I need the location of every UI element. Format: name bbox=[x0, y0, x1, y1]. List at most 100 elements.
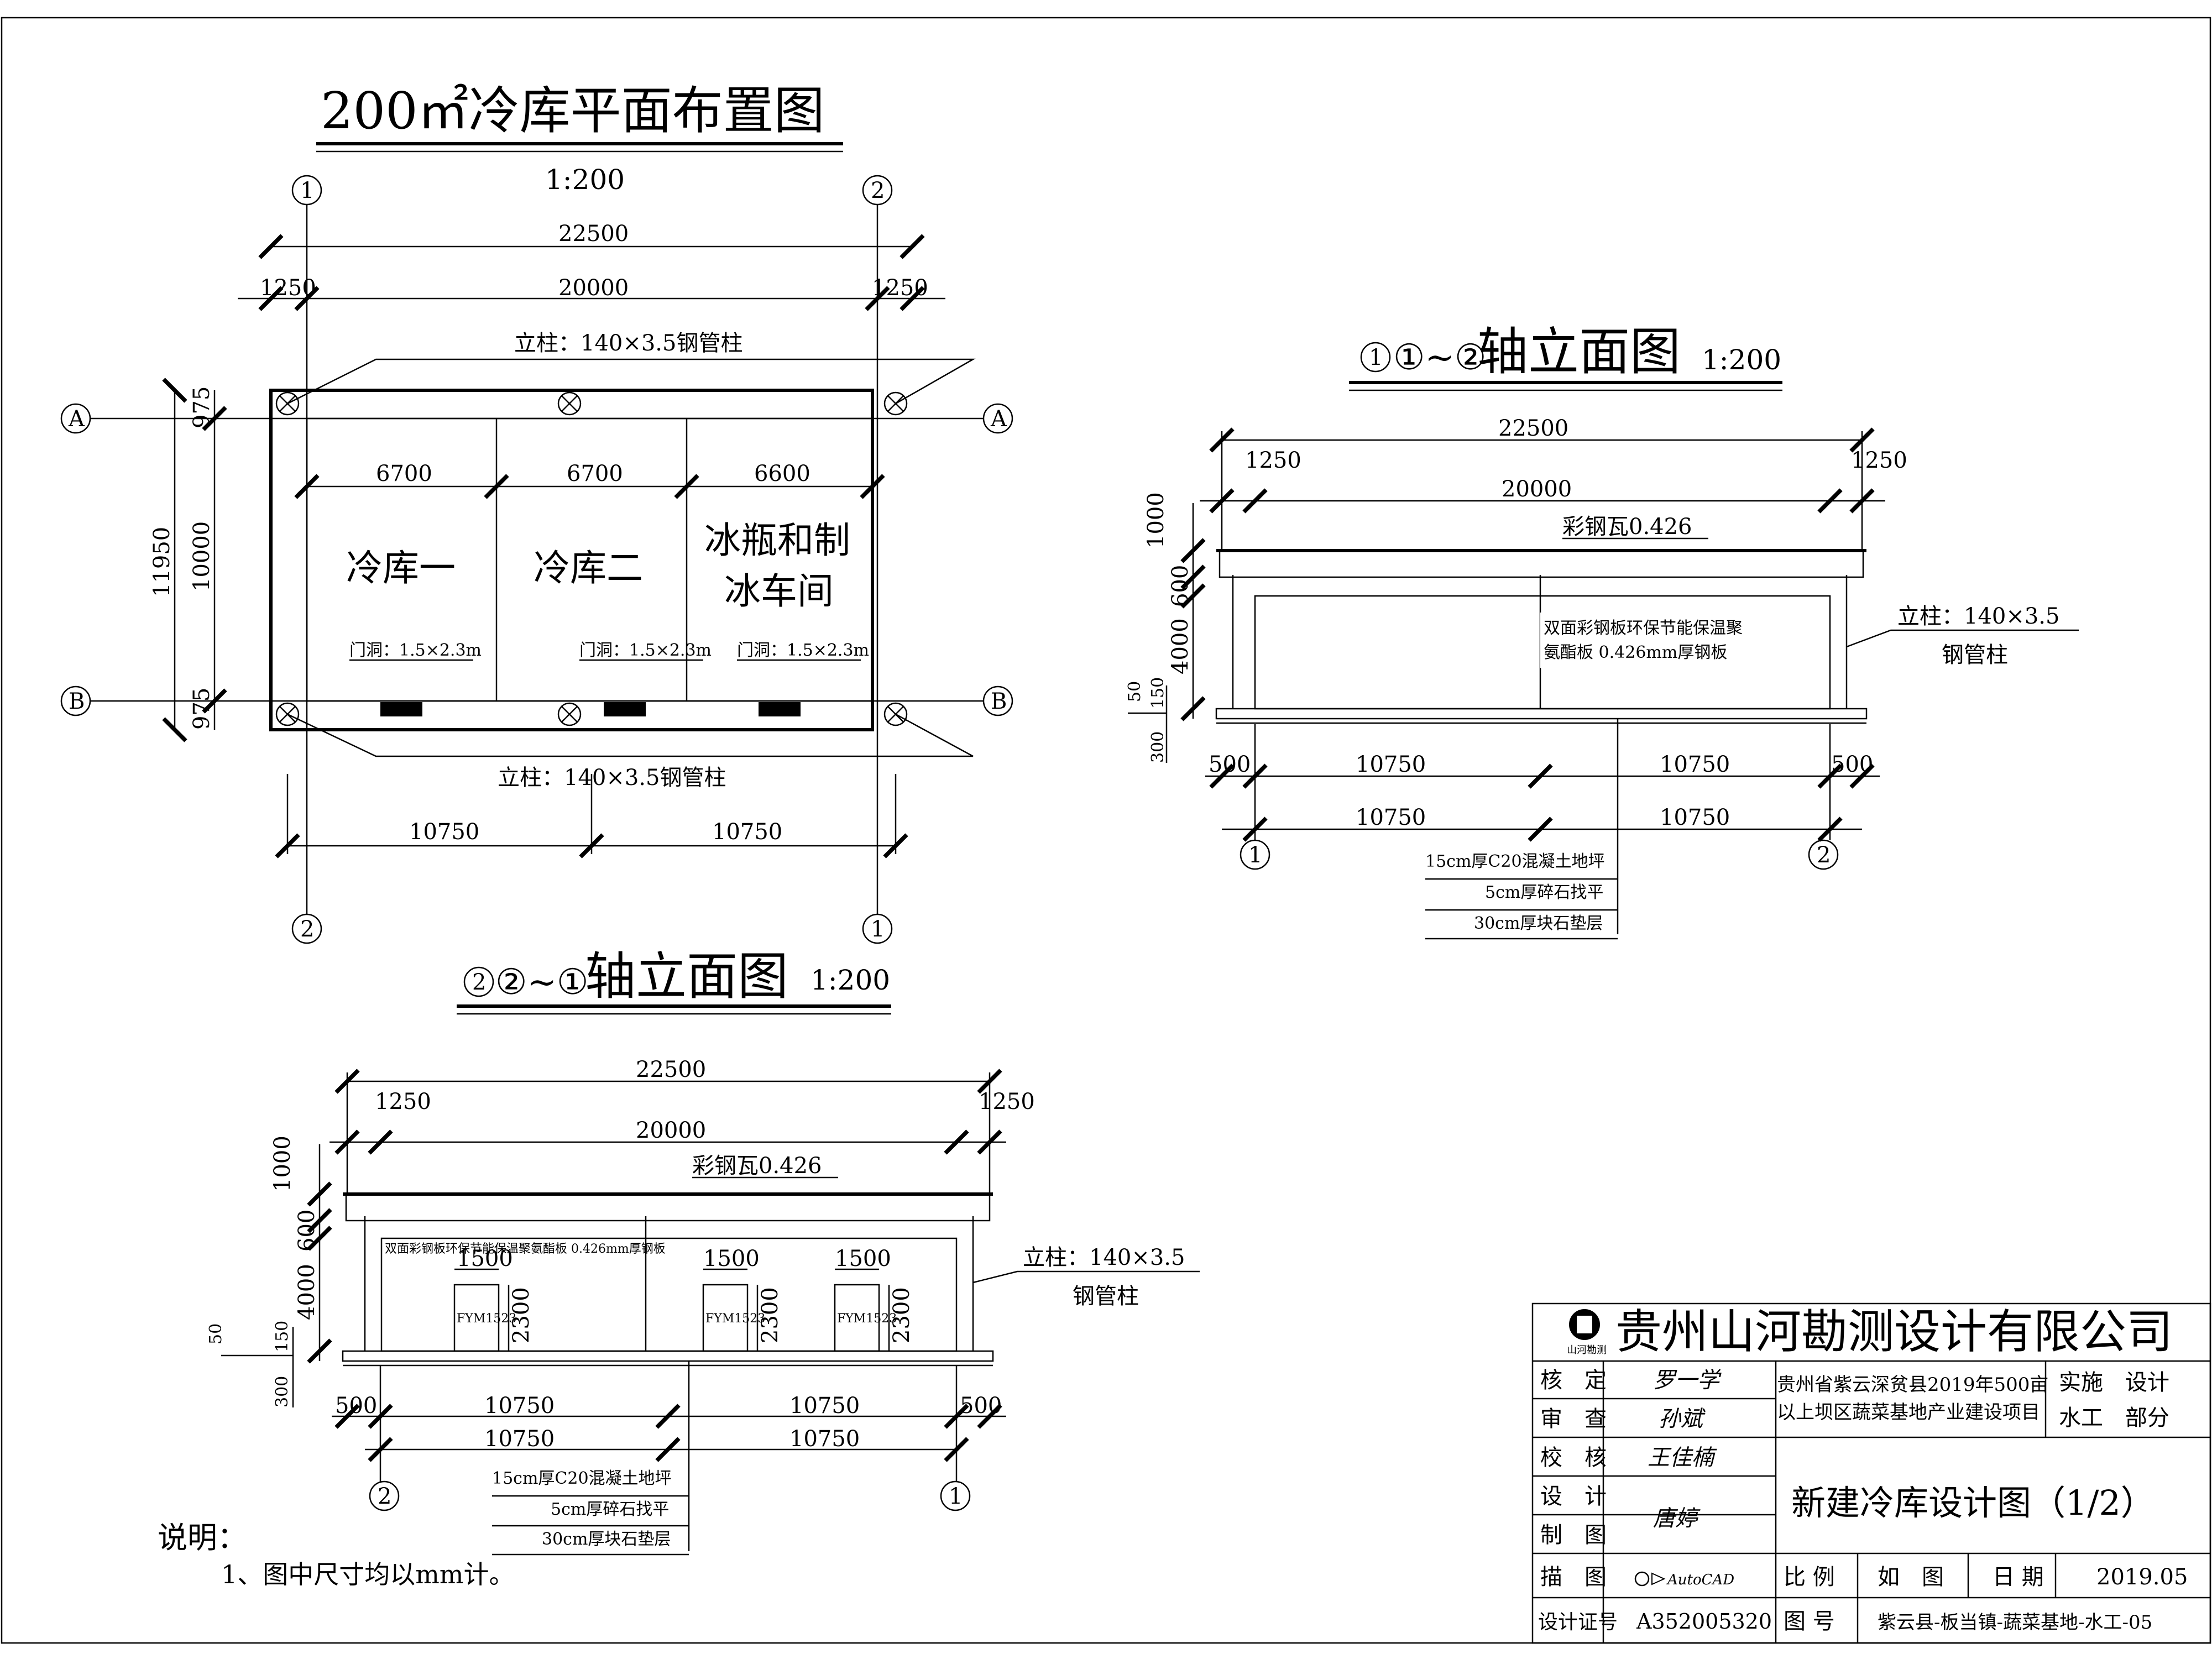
svg-text:2: 2 bbox=[300, 917, 314, 942]
date-value: 2019.05 bbox=[2096, 1564, 2188, 1590]
svg-text:双面彩钢板环保节能保温聚: 双面彩钢板环保节能保温聚 bbox=[1544, 619, 1743, 638]
svg-text:20000: 20000 bbox=[636, 1118, 706, 1143]
svg-text:1250: 1250 bbox=[260, 275, 316, 301]
svg-text:10750: 10750 bbox=[1356, 752, 1426, 777]
svg-text:10750: 10750 bbox=[484, 1393, 555, 1419]
svg-text:1250: 1250 bbox=[1245, 448, 1301, 473]
title-block: 山河勘测 贵州山河勘测设计有限公司 核 定 审 查 校 核 设 计 制 图 描 … bbox=[1531, 1302, 2211, 1644]
notes-heading: 说明： bbox=[158, 1520, 247, 1555]
svg-text:立柱：140×3.5: 立柱：140×3.5 bbox=[1897, 604, 2059, 629]
svg-text:2: 2 bbox=[871, 178, 885, 203]
svg-text:10750: 10750 bbox=[484, 1426, 555, 1452]
autocad-logo: AutoCAD bbox=[1634, 1571, 1734, 1588]
svg-text:5cm厚碎石找平: 5cm厚碎石找平 bbox=[1485, 883, 1603, 902]
svg-text:6700: 6700 bbox=[567, 461, 623, 486]
svg-text:校 核: 校 核 bbox=[1540, 1445, 1607, 1470]
svg-text:1: 1 bbox=[300, 178, 314, 203]
svg-text:门洞：1.5×2.3m: 门洞：1.5×2.3m bbox=[349, 641, 482, 660]
svg-text:15cm厚C20混凝土地坪: 15cm厚C20混凝土地坪 bbox=[492, 1469, 672, 1488]
svg-text:10750: 10750 bbox=[1356, 805, 1426, 830]
svg-text:10000: 10000 bbox=[189, 521, 215, 592]
svg-text:5cm厚碎石找平: 5cm厚碎石找平 bbox=[551, 1500, 669, 1519]
elev12-title: 轴立面图 bbox=[1477, 322, 1681, 381]
svg-text:975: 975 bbox=[189, 688, 215, 730]
door-2 bbox=[604, 702, 646, 716]
svg-text:1250: 1250 bbox=[375, 1089, 431, 1114]
svg-text:300: 300 bbox=[1148, 731, 1168, 763]
svg-text:1000: 1000 bbox=[1143, 492, 1169, 548]
svg-text:300: 300 bbox=[273, 1376, 292, 1407]
plan-axis-2-top: 2 bbox=[862, 175, 893, 206]
svg-text:彩钢瓦0.426: 彩钢瓦0.426 bbox=[692, 1153, 822, 1179]
elevation-1-2: 1 ①~② 轴立面图 1:200 22500 1250 20000 1250 彩… bbox=[1125, 322, 2079, 940]
svg-text:6700: 6700 bbox=[376, 461, 432, 486]
svg-text:比 例: 比 例 bbox=[1784, 1564, 1835, 1590]
notes: 说明： 1、图中尺寸均以mm计。 bbox=[158, 1520, 515, 1589]
svg-text:设 计: 设 计 bbox=[1540, 1484, 1607, 1509]
svg-text:50: 50 bbox=[1125, 681, 1144, 702]
svg-text:日 期: 日 期 bbox=[1993, 1564, 2044, 1590]
company-logo: 山河勘测 bbox=[1567, 1309, 1607, 1356]
svg-text:钢管柱: 钢管柱 bbox=[1942, 642, 2008, 668]
project-line-2: 以上坝区蔬菜基地产业建设项目 bbox=[1777, 1401, 2040, 1424]
svg-text:彩钢瓦0.426: 彩钢瓦0.426 bbox=[1562, 514, 1692, 540]
svg-text:22500: 22500 bbox=[558, 221, 629, 247]
svg-text:1: 1 bbox=[871, 917, 885, 942]
svg-text:500: 500 bbox=[1209, 752, 1251, 777]
elev12-scale: 1:200 bbox=[1702, 344, 1781, 376]
svg-text:10750: 10750 bbox=[789, 1393, 860, 1419]
svg-text:20000: 20000 bbox=[558, 275, 629, 301]
elev21-title: 轴立面图 bbox=[585, 947, 788, 1006]
svg-text:2300: 2300 bbox=[889, 1287, 914, 1343]
svg-text:A: A bbox=[68, 406, 85, 432]
elev21-scale: 1:200 bbox=[810, 964, 890, 996]
floor-plan: 200㎡冷库平面布置图 1:200 1 2 2 1 A A bbox=[60, 81, 1013, 944]
svg-text:FYM1523: FYM1523 bbox=[837, 1312, 897, 1326]
svg-text:15cm厚C20混凝土地坪: 15cm厚C20混凝土地坪 bbox=[1425, 852, 1605, 871]
svg-text:10750: 10750 bbox=[1660, 805, 1730, 830]
svg-text:描 图: 描 图 bbox=[1540, 1564, 1607, 1590]
svg-text:1000: 1000 bbox=[270, 1135, 295, 1192]
svg-text:20000: 20000 bbox=[1502, 477, 1572, 502]
svg-text:FYM1523: FYM1523 bbox=[705, 1312, 765, 1326]
project-line-1: 贵州省紫云深贫县2019年500亩 bbox=[1777, 1374, 2048, 1396]
plan-column-note-top: 立柱：140×3.5钢管柱 bbox=[514, 331, 742, 356]
svg-text:①~②: ①~② bbox=[1393, 337, 1486, 378]
svg-text:2300: 2300 bbox=[509, 1287, 534, 1343]
svg-text:4000: 4000 bbox=[1168, 618, 1193, 674]
signature-review: 孙斌 bbox=[1659, 1406, 1706, 1432]
svg-text:门洞：1.5×2.3m: 门洞：1.5×2.3m bbox=[579, 641, 712, 660]
plan-scale: 1:200 bbox=[545, 164, 625, 196]
svg-text:1500: 1500 bbox=[703, 1246, 760, 1271]
room-name-1: 冷库一 bbox=[346, 547, 456, 589]
svg-text:如 图: 如 图 bbox=[1878, 1564, 1944, 1590]
svg-text:2300: 2300 bbox=[757, 1287, 783, 1343]
svg-text:150: 150 bbox=[1148, 677, 1168, 709]
svg-text:150: 150 bbox=[273, 1321, 292, 1352]
svg-text:10750: 10750 bbox=[409, 819, 479, 845]
svg-text:1: 1 bbox=[949, 1484, 963, 1509]
svg-text:A: A bbox=[990, 406, 1007, 432]
plan-title: 200㎡冷库平面布置图 bbox=[321, 81, 825, 140]
svg-text:30cm厚块石垫层: 30cm厚块石垫层 bbox=[542, 1530, 671, 1549]
company-name: 贵州山河勘测设计有限公司 bbox=[1615, 1305, 2173, 1359]
svg-text:设计证号: 设计证号 bbox=[1538, 1611, 1618, 1634]
svg-text:②~①: ②~① bbox=[495, 962, 588, 1003]
drawing-title: 新建冷库设计图（1/2） bbox=[1791, 1483, 2155, 1523]
elevation-2-1: 2 ②~① 轴立面图 1:200 22500 1250 20000 1250 彩… bbox=[206, 947, 1200, 1556]
svg-text:22500: 22500 bbox=[636, 1057, 706, 1082]
svg-text:500: 500 bbox=[1831, 752, 1873, 777]
svg-text:门洞：1.5×2.3m: 门洞：1.5×2.3m bbox=[737, 641, 869, 660]
svg-text:B: B bbox=[69, 689, 85, 714]
door-1 bbox=[380, 702, 422, 716]
room-name-3-line2: 冰车间 bbox=[724, 570, 834, 613]
svg-text:30cm厚块石垫层: 30cm厚块石垫层 bbox=[1474, 914, 1603, 933]
svg-text:10750: 10750 bbox=[1660, 752, 1730, 777]
svg-text:975: 975 bbox=[189, 386, 215, 428]
svg-text:22500: 22500 bbox=[1498, 416, 1568, 441]
room-name-2: 冷库二 bbox=[534, 547, 643, 589]
svg-text:1500: 1500 bbox=[835, 1246, 891, 1271]
svg-text:图 号: 图 号 bbox=[1784, 1609, 1835, 1634]
notes-item-1: 1、图中尺寸均以mm计。 bbox=[221, 1559, 515, 1589]
